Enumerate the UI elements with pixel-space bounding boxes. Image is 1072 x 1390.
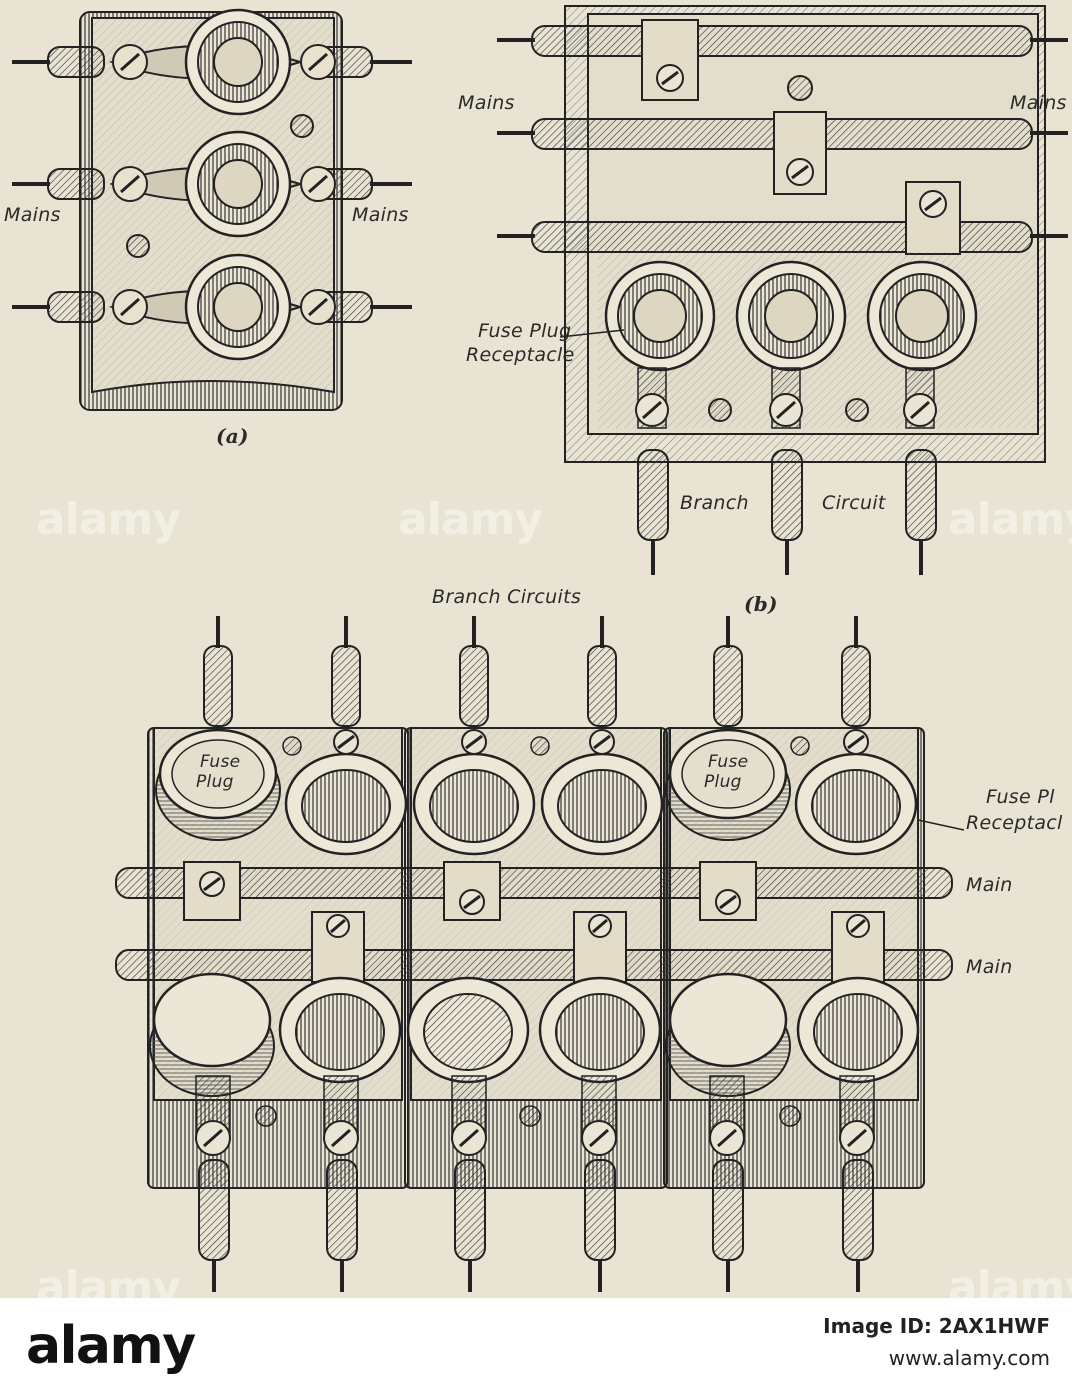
figure-c-main-upper-label: Main xyxy=(966,874,1013,896)
figure-b-branch-terminals xyxy=(635,367,937,575)
brand-logo: alamy xyxy=(26,1316,196,1376)
figure-b-branch-label: Branch xyxy=(680,492,749,514)
figure-c-fuse-panel xyxy=(115,329,965,1292)
figure-b-circuit-label: Circuit xyxy=(822,492,886,514)
figure-a-mains-left-label: Mains xyxy=(4,204,61,226)
figure-c-fuse-plug-2-line1: Fuse xyxy=(708,752,749,772)
figure-b-receptacle-label-line1: Fuse Plug xyxy=(478,320,572,342)
fuse-block-illustration: Mains Mains (a) Mains Mains Fuse Plug Re… xyxy=(0,0,1072,1298)
figure-c-fuse-plug-1-line1: Fuse xyxy=(200,752,241,772)
figure-a-mains-left xyxy=(12,46,105,323)
figure-c-upper-row xyxy=(155,728,918,856)
figure-b-receptacles xyxy=(598,252,1036,428)
figure-c-fuse-plug-2-line2: Plug xyxy=(704,772,742,792)
illustration-drawing xyxy=(12,5,1068,1292)
watermark-logo: alamy xyxy=(36,494,181,545)
figure-b-mains-right-label: Mains xyxy=(1010,92,1067,114)
figure-c-bottom-branch-wires xyxy=(195,1075,875,1292)
watermark-logo: alamy xyxy=(948,494,1072,545)
figure-c-top-branch-wires xyxy=(203,616,871,727)
figure-c-receptacle-label-line2: Receptacl xyxy=(966,812,1063,834)
figure-a-receptacles xyxy=(109,8,336,361)
figure-c-branch-circuits-label: Branch Circuits xyxy=(432,586,582,608)
figure-c-lower-row xyxy=(149,972,920,1127)
watermark-logo: alamy xyxy=(948,1262,1072,1298)
figure-b-fuse-block xyxy=(497,5,1068,575)
figure-b-caption: (b) xyxy=(744,592,778,616)
figure-c-main-lower-label: Main xyxy=(966,956,1013,978)
site-url: www.alamy.com xyxy=(888,1346,1050,1370)
image-id-label: Image ID: 2AX1HWF xyxy=(823,1314,1050,1338)
stock-footer: alamy Image ID: 2AX1HWF www.alamy.com xyxy=(0,1298,1072,1390)
figure-c-mains xyxy=(115,861,953,983)
figure-b-mains-left-label: Mains xyxy=(458,92,515,114)
figure-b-receptacle-label-line2: Receptacle xyxy=(466,344,575,366)
watermark-logo: alamy xyxy=(36,1262,181,1298)
figure-a-caption: (a) xyxy=(216,424,249,448)
figure-a-mains-right-label: Mains xyxy=(352,204,409,226)
figure-a-fuse-block xyxy=(12,8,412,411)
watermark-logo: alamy xyxy=(398,494,543,545)
figure-c-receptacle-label-line1: Fuse Pl xyxy=(986,786,1055,808)
figure-c-fuse-plug-1-line2: Plug xyxy=(196,772,234,792)
